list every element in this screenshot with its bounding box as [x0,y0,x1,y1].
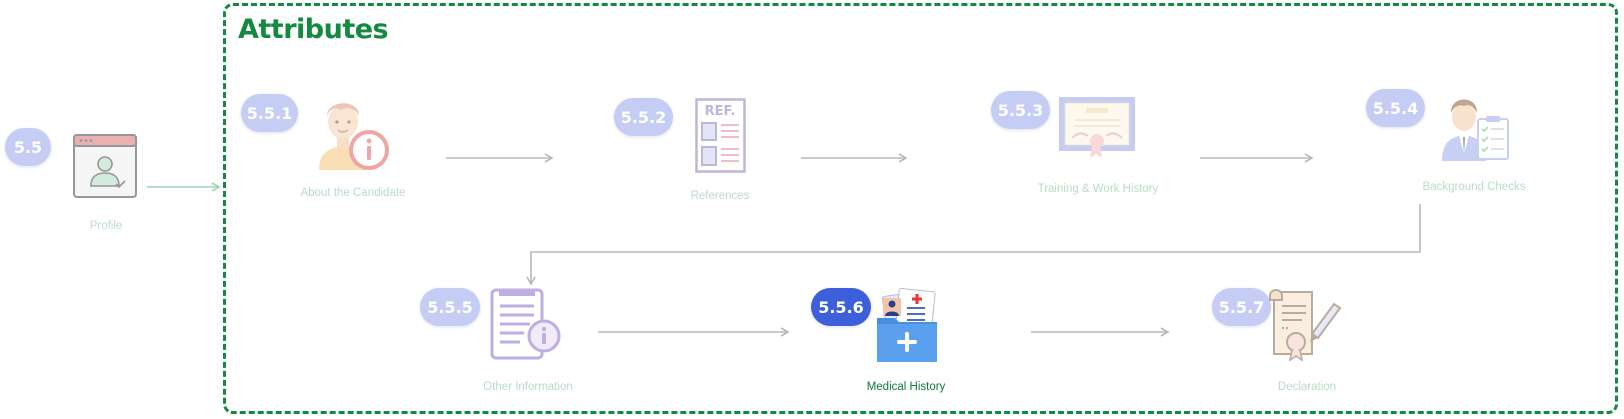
medical-folder-icon[interactable] [875,287,941,364]
badge-5-5-6: 5.5.6 [811,288,871,326]
profile-window-icon[interactable] [73,134,139,198]
arrow-5-5-4-to-5-5-5 [526,204,1421,286]
label-other-information: Other Information [483,381,573,393]
badge-5-5-4: 5.5.4 [1366,89,1425,127]
badge-5-5-7: 5.5.7 [1212,288,1271,326]
declaration-scroll-icon[interactable] [1268,288,1346,364]
badge-5-5-3: 5.5.3 [991,91,1050,129]
svg-text:REF.: REF. [705,104,736,119]
badge-5-5: 5.5 [5,128,51,166]
label-medical-history: Medical History [866,381,946,393]
label-declaration: Declaration [1277,381,1337,393]
document-info-icon[interactable] [490,288,562,362]
reference-document-icon[interactable]: REF. [695,98,747,174]
group-title: Attributes [238,14,389,45]
label-references: References [690,190,750,202]
certificate-icon[interactable] [1058,96,1138,160]
background-check-icon[interactable] [1440,91,1512,163]
label-background-checks: Background Checks [1422,181,1526,193]
badge-5-5-2: 5.5.2 [614,98,673,136]
badge-5-5-1: 5.5.1 [241,94,298,132]
badge-5-5-5: 5.5.5 [420,288,480,326]
candidate-info-icon[interactable] [313,92,393,172]
label-about-candidate: About the Candidate [300,187,406,199]
attributes-group-frame [223,3,1618,414]
label-profile: Profile [89,220,123,232]
label-training-work-history: Training & Work History [1037,183,1159,195]
